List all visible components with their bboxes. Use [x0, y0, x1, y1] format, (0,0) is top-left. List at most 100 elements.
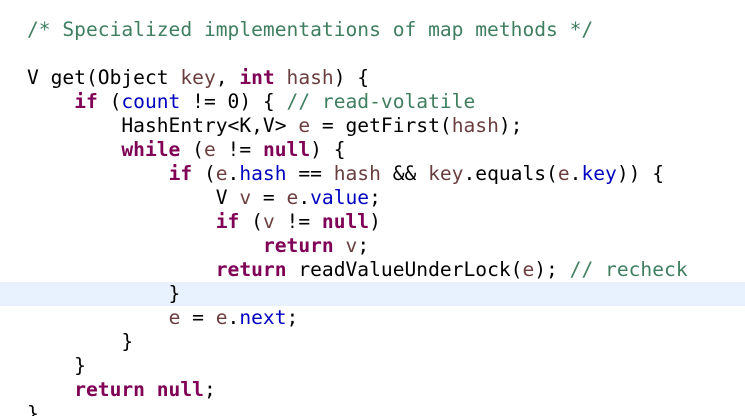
code-token-field: hash [239, 162, 287, 185]
code-token-keyword: null [156, 378, 204, 401]
code-token-plain: } [27, 354, 86, 377]
code-line[interactable]: if (count != 0) { // read-volatile [0, 90, 745, 114]
code-token-param: v [345, 234, 358, 257]
code-token-plain: ; [369, 186, 381, 209]
code-token-keyword: while [121, 138, 181, 161]
code-token-plain: ( [192, 162, 216, 185]
code-token-plain: != 0) { [180, 90, 287, 113]
code-token-plain [27, 210, 216, 233]
code-line[interactable]: if (e.hash == hash && key.equals(e.key))… [0, 162, 745, 186]
code-token-plain: ) { [333, 66, 370, 89]
code-line[interactable]: e = e.next; [0, 306, 745, 330]
code-token-keyword: if [168, 162, 193, 185]
code-token-keyword: return [74, 378, 145, 401]
code-token-param: key [428, 162, 464, 185]
code-line[interactable]: return null; [0, 378, 745, 402]
code-token-field: next [239, 306, 287, 329]
code-token-param: e [557, 162, 570, 185]
code-token-plain: . [227, 306, 240, 329]
code-token-plain: ( [97, 90, 122, 113]
code-line[interactable]: } [0, 354, 745, 378]
code-token-plain: V [27, 186, 240, 209]
code-token-plain [27, 138, 121, 161]
code-token-keyword: if [74, 90, 98, 113]
code-token-param: e [522, 258, 535, 281]
code-token-plain: HashEntry<K,V> [27, 114, 299, 137]
code-token-plain [27, 258, 216, 281]
code-token-plain: . [227, 162, 240, 185]
code-token-plain [27, 378, 74, 401]
code-token-plain: = getFirst( [310, 114, 452, 137]
code-token-plain: , [215, 66, 240, 89]
code-token-field: value [310, 186, 370, 209]
code-token-plain: ) { [310, 138, 346, 161]
code-token-plain: .equals( [463, 162, 558, 185]
code-token-field: count [121, 90, 181, 113]
code-token-plain [27, 162, 169, 185]
code-line[interactable]: } [0, 330, 745, 354]
code-token-param: v [239, 186, 252, 209]
code-token-plain: = [180, 306, 216, 329]
code-token-plain: != [274, 210, 322, 233]
code-token-plain: readValueUnderLock( [286, 258, 523, 281]
code-token-plain: ) [369, 210, 381, 233]
code-line[interactable]: } [0, 402, 745, 416]
code-token-plain [27, 90, 74, 113]
code-token-param: e [215, 162, 228, 185]
code-token-plain: )) { [616, 162, 665, 185]
code-token-plain: ); [534, 258, 570, 281]
code-token-plain [145, 378, 157, 401]
code-token-plain [334, 234, 346, 257]
code-line[interactable]: while (e != null) { [0, 138, 745, 162]
code-line[interactable]: if (v != null) [0, 210, 745, 234]
code-line-current[interactable]: } [0, 282, 745, 306]
code-token-param: e [215, 306, 228, 329]
code-token-keyword: return [215, 258, 287, 281]
code-token-plain: == [286, 162, 334, 185]
code-token-param: hash [333, 162, 381, 185]
code-token-plain: ( [180, 138, 204, 161]
code-token-comment: /* Specialized implementations of map me… [27, 18, 594, 41]
code-token-keyword: null [321, 210, 370, 233]
code-line[interactable]: return readValueUnderLock(e); // recheck [0, 258, 745, 282]
code-token-plain [27, 234, 263, 257]
code-token-plain: != [215, 138, 263, 161]
code-token-param: hash [286, 66, 334, 89]
code-token-param: e [298, 114, 311, 137]
code-token-plain: = [251, 186, 287, 209]
code-token-plain: V get(Object [27, 66, 181, 89]
code-token-plain: ; [203, 378, 216, 401]
code-token-param: hash [451, 114, 499, 137]
code-token-plain: } [27, 282, 181, 305]
code-token-plain: ; [286, 306, 299, 329]
code-token-param: e [168, 306, 181, 329]
code-token-param: e [203, 138, 216, 161]
code-token-plain [27, 306, 169, 329]
code-token-keyword: return [262, 234, 334, 257]
code-token-plain: ; [357, 234, 370, 257]
code-token-plain: ( [239, 210, 263, 233]
code-token-keyword: null [262, 138, 311, 161]
code-line[interactable]: return v; [0, 234, 745, 258]
code-token-param: v [262, 210, 275, 233]
code-token-keyword: int [239, 66, 275, 89]
code-token-keyword: if [215, 210, 240, 233]
code-token-field: key [581, 162, 617, 185]
code-line[interactable]: V v = e.value; [0, 186, 745, 210]
code-line[interactable]: /* Specialized implementations of map me… [0, 18, 745, 42]
code-token-plain: } [27, 330, 134, 353]
code-token-plain: . [569, 162, 582, 185]
code-token-plain: } [27, 402, 39, 416]
code-token-plain: . [298, 186, 311, 209]
code-token-comment: // recheck [569, 258, 688, 281]
code-token-param: key [180, 66, 216, 89]
code-line[interactable]: V get(Object key, int hash) { [0, 66, 745, 90]
code-token-comment: // read-volatile [286, 90, 476, 113]
code-line[interactable] [0, 42, 745, 66]
code-token-plain: ); [498, 114, 523, 137]
code-line[interactable]: HashEntry<K,V> e = getFirst(hash); [0, 114, 745, 138]
code-token-param: e [286, 186, 299, 209]
code-token-plain [275, 66, 287, 89]
code-token-plain: && [380, 162, 429, 185]
